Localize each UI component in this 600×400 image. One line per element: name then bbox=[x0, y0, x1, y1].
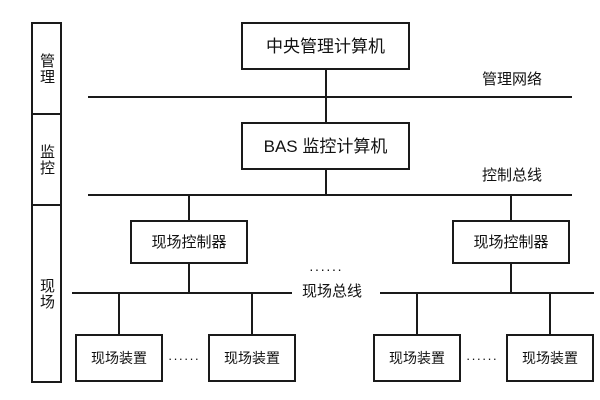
connector-right-controller-to-field-bus bbox=[510, 264, 512, 292]
stage-cell-management: 管理 bbox=[33, 24, 60, 115]
label-management-network: 管理网络 bbox=[482, 71, 543, 88]
connector-control-bus-to-left-controller bbox=[188, 194, 190, 220]
ellipsis-between-left-devices: ······ bbox=[168, 351, 200, 366]
ellipsis-between-right-devices: ······ bbox=[466, 351, 498, 366]
connector-left-controller-to-field-bus bbox=[188, 264, 190, 292]
connector-field-bus-to-device-3 bbox=[416, 292, 418, 334]
field-bus-line-right bbox=[380, 292, 594, 294]
connector-management-bus-to-bas bbox=[325, 96, 327, 122]
connector-field-bus-to-device-2 bbox=[251, 292, 253, 334]
connector-bas-to-control-bus bbox=[325, 170, 327, 194]
node-field-controller-right: 现场控制器 bbox=[452, 220, 570, 264]
field-bus-line-left bbox=[72, 292, 292, 294]
node-central-management-computer: 中央管理计算机 bbox=[241, 22, 410, 70]
management-network-bus-line bbox=[88, 96, 572, 98]
label-control-bus: 控制总线 bbox=[482, 167, 543, 184]
stage-cell-monitoring: 监控 bbox=[33, 115, 60, 206]
node-bas-monitoring-computer: BAS 监控计算机 bbox=[241, 122, 410, 170]
node-field-device-2: 现场装置 bbox=[208, 334, 296, 382]
stage-column: 管理 监控 现场 bbox=[31, 22, 62, 383]
ellipsis-between-controllers: ······ bbox=[309, 261, 343, 277]
connector-central-to-management-bus bbox=[325, 70, 327, 96]
stage-cell-field: 现场 bbox=[33, 206, 60, 381]
node-field-device-1: 现场装置 bbox=[75, 334, 163, 382]
connector-field-bus-to-device-4 bbox=[549, 292, 551, 334]
control-bus-line bbox=[88, 194, 572, 196]
node-field-device-3: 现场装置 bbox=[373, 334, 461, 382]
node-field-device-4: 现场装置 bbox=[506, 334, 594, 382]
label-field-bus: 现场总线 bbox=[298, 284, 367, 299]
node-field-controller-left: 现场控制器 bbox=[130, 220, 248, 264]
connector-field-bus-to-device-1 bbox=[118, 292, 120, 334]
connector-control-bus-to-right-controller bbox=[510, 194, 512, 220]
